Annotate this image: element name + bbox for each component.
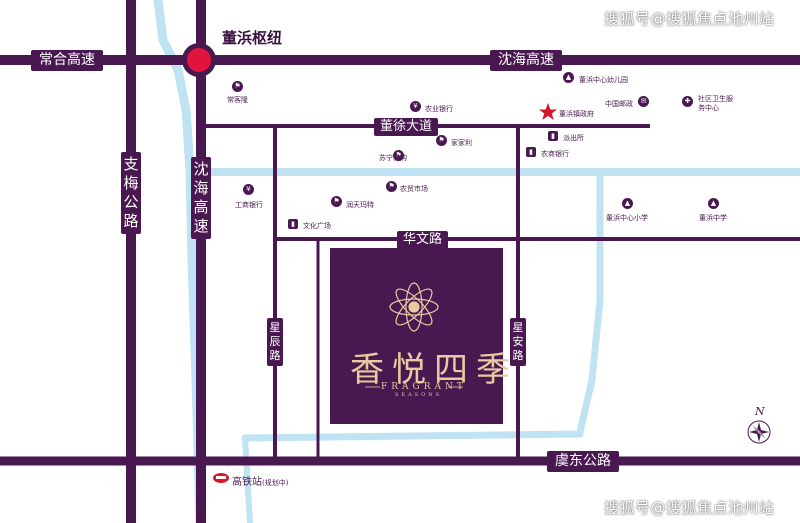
poi-train-station-note: (规划中) — [262, 479, 289, 487]
poi-nongshang-bank[interactable]: 农商银行 — [541, 150, 569, 158]
poi-runfa[interactable]: 润天玛特 — [346, 201, 374, 209]
road-label-shenhai-top: 沈海高速 — [490, 50, 562, 71]
poi-kindergarten[interactable]: 董浜中心幼儿园 — [579, 76, 628, 84]
shopping-cart-icon: ⚑ — [393, 150, 404, 161]
graduation-cap-icon: ▲ — [563, 72, 574, 83]
compass-icon — [747, 420, 771, 444]
shopping-cart-icon: ⚑ — [436, 135, 447, 146]
train-icon — [213, 473, 229, 483]
watermark-top: 搜狐号@搜狐焦点池州站 — [604, 10, 775, 28]
poi-train-station[interactable]: 高铁站(规划中) — [232, 473, 288, 488]
shopping-cart-icon: ⚑ — [232, 81, 243, 92]
graduation-cap-icon: ▲ — [708, 198, 719, 209]
building-icon: ▮ — [548, 131, 558, 141]
poi-culture-square[interactable]: 文化广场 — [303, 222, 331, 230]
road-label-xingchen: 星辰路 — [267, 318, 283, 366]
shopping-cart-icon: ⚑ — [331, 196, 342, 207]
bank-icon: ▮ — [526, 147, 536, 157]
poi-town-gov[interactable]: 董浜镇政府 — [559, 110, 594, 118]
graduation-cap-icon: ▲ — [622, 198, 633, 209]
building-icon: ▮ — [288, 219, 298, 229]
road-label-shenhai-vertical: 沈海高速 — [191, 157, 211, 239]
road-label-zhimei: 支梅公路 — [121, 152, 141, 234]
road-label-dongxu: 董徐大道 — [374, 118, 439, 136]
poi-police[interactable]: 派出所 — [563, 134, 584, 142]
compass-north-label: N — [755, 405, 765, 418]
market-icon: ⚑ — [386, 181, 397, 192]
bank-icon: ¥ — [243, 184, 254, 195]
project-block — [330, 248, 503, 424]
poi-farmers-market[interactable]: 农贸市场 — [400, 185, 428, 193]
river-left-lower — [242, 435, 253, 523]
river-network — [153, 0, 800, 523]
poi-changkelong[interactable]: 常客隆 — [227, 96, 248, 104]
watermark-bottom: 搜狐号@搜狐焦点池州站 — [604, 499, 775, 517]
project-name-en-sub: SEASONS — [395, 392, 443, 398]
project-name: 香悦四季 — [350, 350, 518, 390]
poi-middle-school[interactable]: 董浜中学 — [699, 214, 727, 222]
bank-icon: ¥ — [410, 101, 421, 112]
poi-nongye-bank[interactable]: 农业银行 — [425, 105, 453, 113]
star-icon — [539, 103, 557, 120]
medical-cross-icon: ✚ — [682, 96, 693, 107]
poi-post[interactable]: 中国邮政 — [605, 100, 633, 108]
road-label-xingan: 星安路 — [510, 318, 526, 366]
poi-suning[interactable]: 苏宁易购 — [379, 154, 407, 162]
road-label-changhe: 常合高速 — [31, 50, 103, 71]
poi-train-station-name: 高铁站 — [232, 477, 262, 488]
river-right-vertical — [576, 168, 604, 436]
hub-marker-core — [187, 48, 211, 72]
river-main-vertical — [153, 0, 205, 523]
road-label-huawen: 华文路 — [397, 231, 449, 249]
hub-label: 董浜枢纽 — [222, 29, 283, 47]
post-icon: ✉ — [638, 96, 649, 107]
poi-jiajiali[interactable]: 家家利 — [451, 139, 472, 147]
project-name-en: FRAGRANT — [381, 382, 467, 392]
poi-icbc[interactable]: 工商银行 — [235, 201, 263, 209]
river-lower-horizontal — [241, 430, 584, 442]
poi-health-center[interactable]: 社区卫生服务中心 — [698, 95, 733, 112]
road-label-yudong: 虞东公路 — [547, 451, 619, 472]
project-logo-flower — [389, 282, 439, 332]
poi-primary-school[interactable]: 董浜中心小学 — [606, 214, 648, 222]
